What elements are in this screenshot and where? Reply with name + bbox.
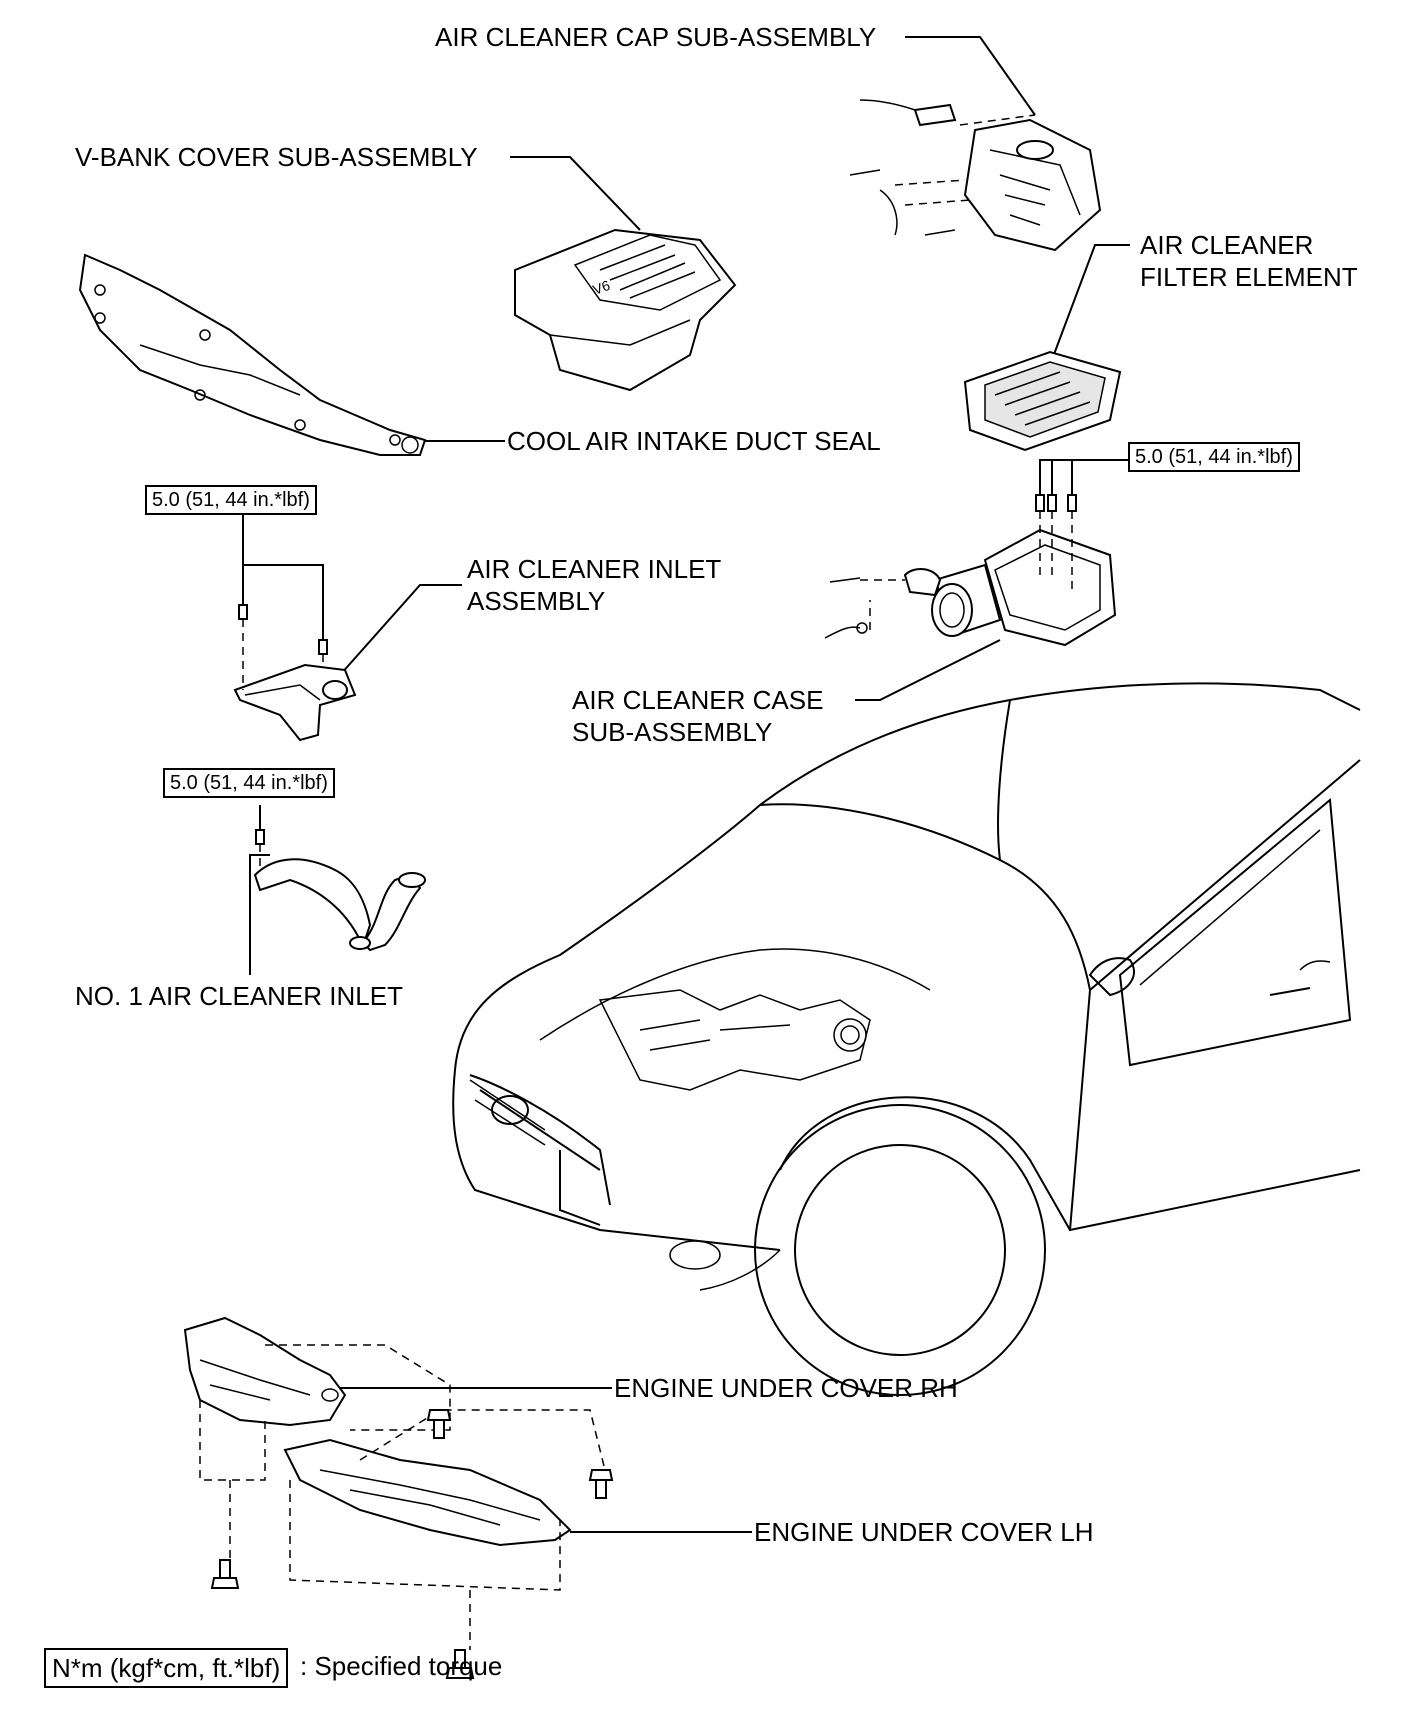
air-cleaner-inlet-assy-drawing [233,604,357,742]
cool-air-duct-seal-drawing [78,253,427,456]
leader-lines [242,36,1130,1533]
label-filter-element-line2: FILTER ELEMENT [1140,262,1358,292]
label-inlet-assembly-line2: ASSEMBLY [467,586,606,616]
v-bank-cover-drawing: V6 [514,228,737,392]
label-v-bank-cover: V-BANK COVER SUB-ASSEMBLY [75,142,478,172]
leader-no1-inlet [249,854,270,975]
label-case-line1: AIR CLEANER CASE [572,685,824,715]
label-filter-element-line1: AIR CLEANER [1140,230,1314,260]
label-cool-air-seal: COOL AIR INTAKE DUCT SEAL [507,426,881,456]
air-cleaner-case-drawing [824,494,1117,647]
leader-v-bank-cover [510,156,641,231]
torque-box-no1-inlet-bolt: 5.0 (51, 44 in.*lbf) [163,768,335,798]
leader-air-cleaner-case [855,639,1001,701]
label-under-cover-lh: ENGINE UNDER COVER LH [754,1517,1094,1547]
torque-leader-case [1039,459,1128,495]
filter-element-drawing [963,350,1122,452]
no1-inlet-drawing [253,829,426,952]
label-air-cleaner-cap: AIR CLEANER CAP SUB-ASSEMBLY [435,22,877,52]
torque-box-case-bolts: 5.0 (51, 44 in.*lbf) [1128,442,1300,472]
leader-air-cleaner-cap [905,36,1036,116]
vehicle-drawing [452,682,1361,1396]
label-no1-inlet: NO. 1 AIR CLEANER INLET [75,981,403,1011]
torque-leader-inlet-assy [242,515,324,640]
label-inlet-assembly-line1: AIR CLEANER INLET [467,554,722,584]
leader-inlet-assembly [339,584,462,676]
legend-unit-box: N*m (kgf*cm, ft.*lbf) [44,1648,289,1688]
under-cover-lh-drawing [283,1409,606,1650]
label-under-cover-rh: ENGINE UNDER COVER RH [614,1373,958,1403]
label-case-line2: SUB-ASSEMBLY [572,717,773,747]
air-cleaner-cap-drawing [849,99,1102,252]
legend-unit-text: : Specified torque [300,1651,503,1681]
svg-text:V6: V6 [591,277,613,298]
torque-box-inlet-assy-bolts: 5.0 (51, 44 in.*lbf) [145,485,317,515]
leader-filter-element [1049,244,1130,366]
under-cover-bolts [210,1409,614,1679]
